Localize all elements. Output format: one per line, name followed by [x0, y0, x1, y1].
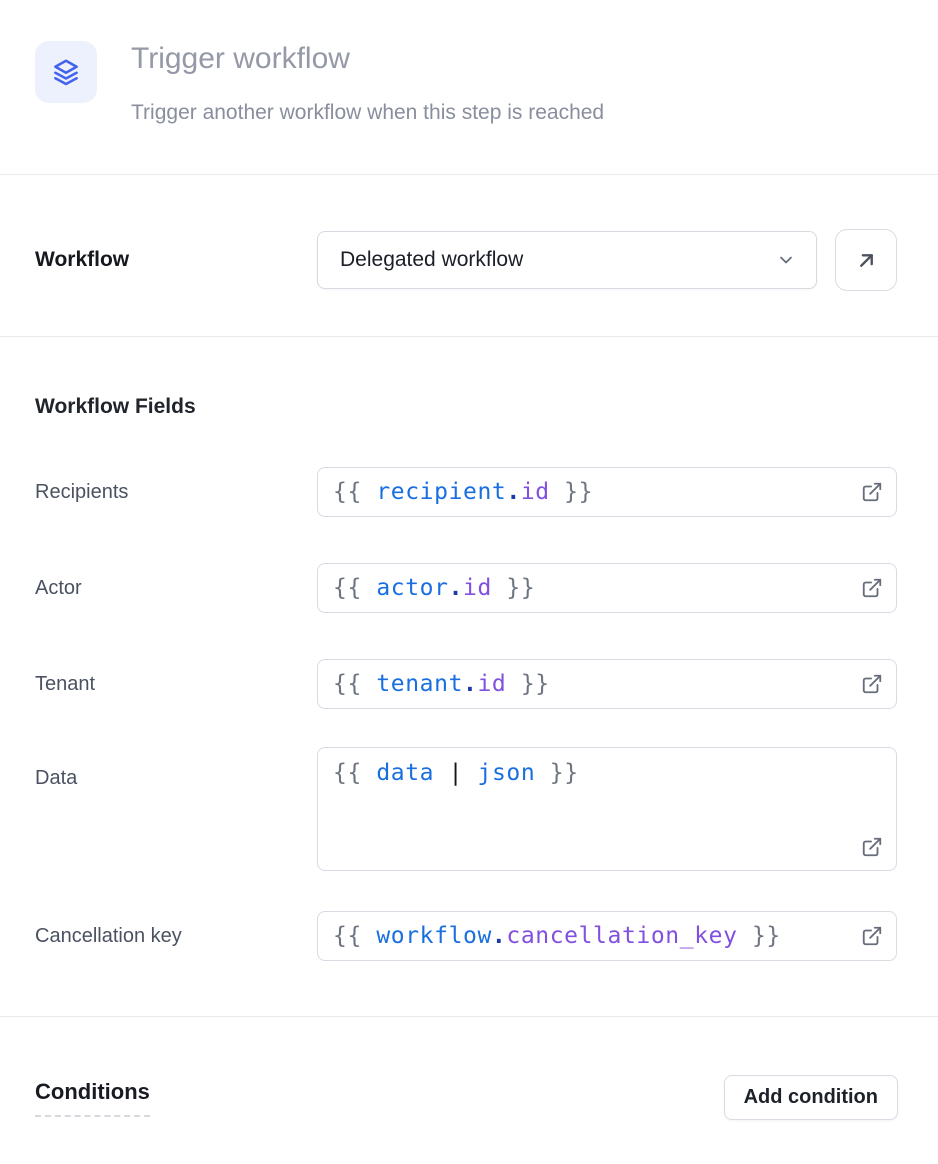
- field-row-data: Data {{ data | json }}: [35, 747, 897, 871]
- conditions-section: Conditions Add condition: [0, 1017, 938, 1164]
- step-header-text: Trigger workflow Trigger another workflo…: [131, 41, 604, 174]
- open-workflow-button[interactable]: [835, 229, 897, 291]
- add-condition-button[interactable]: Add condition: [724, 1075, 898, 1120]
- step-name-title[interactable]: Trigger workflow: [131, 42, 604, 76]
- arrow-up-right-icon: [854, 248, 879, 273]
- field-label-data: Data: [35, 747, 317, 790]
- workflow-select-value: Delegated workflow: [340, 248, 523, 272]
- layers-icon: [51, 57, 81, 87]
- cancellation-key-template-value: {{ workflow.cancellation_key }}: [333, 923, 781, 949]
- field-label-cancellation-key: Cancellation key: [35, 925, 317, 948]
- external-link-icon[interactable]: [861, 481, 883, 503]
- workflow-select[interactable]: Delegated workflow: [317, 231, 817, 289]
- step-header: Trigger workflow Trigger another workflo…: [0, 0, 938, 175]
- field-row-tenant: Tenant {{ tenant.id }}: [35, 659, 897, 709]
- chevron-down-icon: [776, 250, 796, 270]
- conditions-heading: Conditions: [35, 1079, 150, 1117]
- actor-template-input[interactable]: {{ actor.id }}: [317, 563, 897, 613]
- external-link-icon[interactable]: [861, 673, 883, 695]
- external-link-icon[interactable]: [861, 836, 883, 858]
- tenant-template-input[interactable]: {{ tenant.id }}: [317, 659, 897, 709]
- workflow-fields-section: Workflow Fields Recipients {{ recipient.…: [0, 337, 938, 1017]
- field-row-cancellation-key: Cancellation key {{ workflow.cancellatio…: [35, 911, 897, 961]
- field-row-actor: Actor {{ actor.id }}: [35, 563, 897, 613]
- external-link-icon[interactable]: [861, 577, 883, 599]
- field-row-recipients: Recipients {{ recipient.id }}: [35, 467, 897, 517]
- field-label-recipients: Recipients: [35, 481, 317, 504]
- workflow-row: Workflow Delegated workflow: [35, 229, 898, 291]
- field-label-actor: Actor: [35, 577, 317, 600]
- workflow-select-section: Workflow Delegated workflow: [0, 175, 938, 337]
- data-template-value: {{ data | json }}: [333, 760, 579, 786]
- recipients-template-input[interactable]: {{ recipient.id }}: [317, 467, 897, 517]
- actor-template-value: {{ actor.id }}: [333, 575, 535, 601]
- workflow-fields-heading: Workflow Fields: [35, 394, 897, 420]
- external-link-icon[interactable]: [861, 925, 883, 947]
- tenant-template-value: {{ tenant.id }}: [333, 671, 550, 697]
- cancellation-key-template-input[interactable]: {{ workflow.cancellation_key }}: [317, 911, 897, 961]
- recipients-template-value: {{ recipient.id }}: [333, 479, 593, 505]
- step-description: Trigger another workflow when this step …: [131, 100, 604, 126]
- field-label-tenant: Tenant: [35, 673, 317, 696]
- workflow-label: Workflow: [35, 248, 317, 272]
- step-type-icon-box: [35, 41, 97, 103]
- data-template-input[interactable]: {{ data | json }}: [317, 747, 897, 871]
